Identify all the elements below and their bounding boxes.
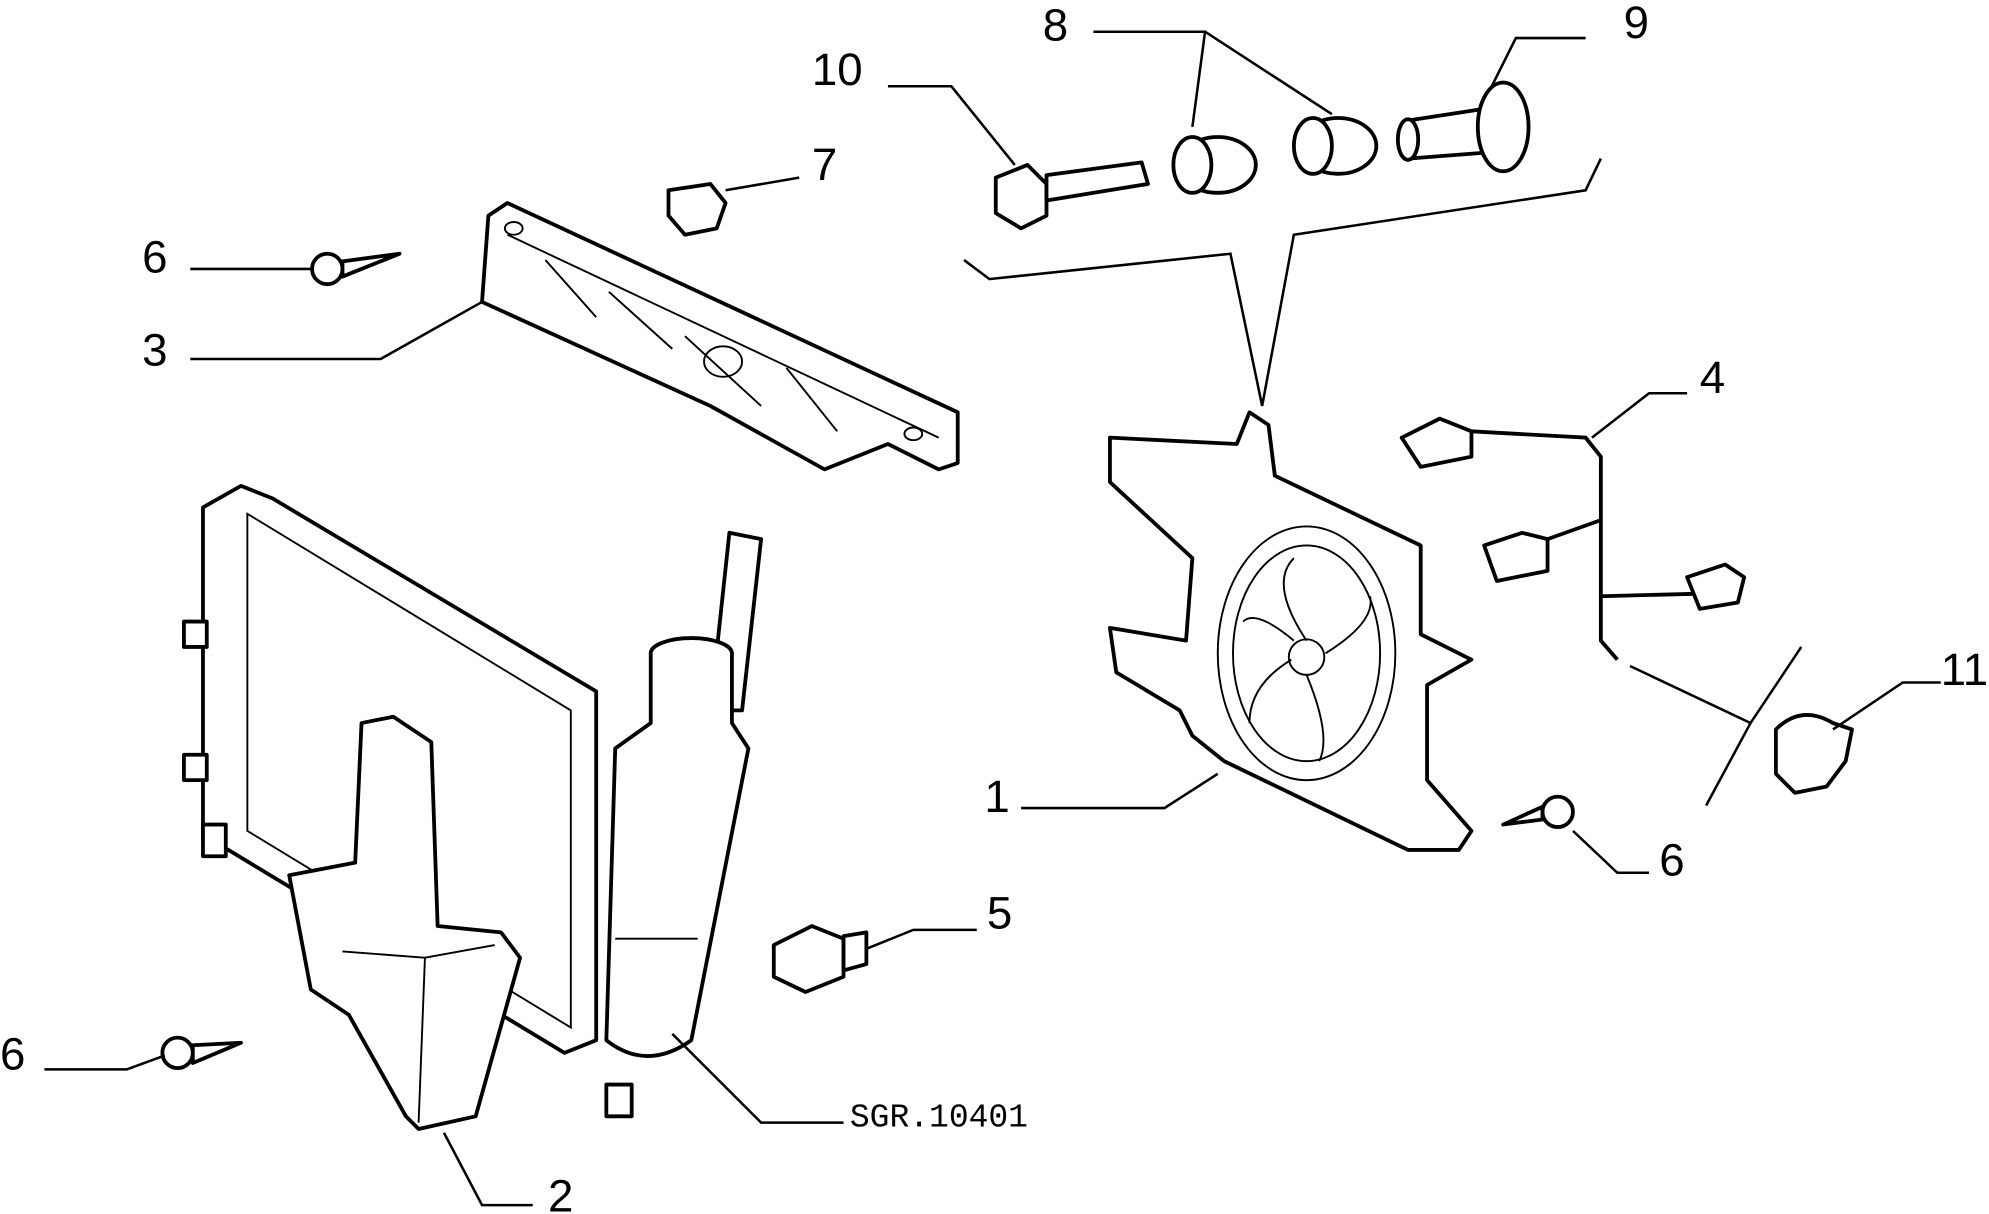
screw-right bbox=[1501, 794, 1575, 829]
callout-upper-bracket: 3 bbox=[142, 324, 167, 375]
expansion-tank bbox=[604, 530, 763, 1058]
wiring-harness bbox=[1399, 416, 1747, 661]
reference-code: SGR.10401 bbox=[850, 1099, 1028, 1136]
callout-screw-lower-left: 6 bbox=[0, 1028, 25, 1079]
callout-air-deflector: 2 bbox=[548, 1170, 573, 1214]
upper-bracket bbox=[480, 201, 960, 472]
callout-thermal-switch: 5 bbox=[987, 888, 1012, 939]
callout-bolt: 10 bbox=[812, 44, 863, 95]
callout-spacer: 9 bbox=[1624, 0, 1649, 48]
fan-assembly bbox=[1108, 410, 1474, 852]
callout-harness-clip: 11 bbox=[1941, 644, 1988, 695]
bolt bbox=[993, 160, 1150, 231]
thermal-switch bbox=[771, 924, 869, 994]
screw-upper-left bbox=[310, 251, 402, 287]
harness-clip bbox=[1773, 713, 1854, 795]
spacer bbox=[1395, 80, 1531, 174]
callout-screw-right: 6 bbox=[1659, 834, 1684, 885]
screw-lower-left bbox=[160, 1035, 243, 1071]
callout-clip: 7 bbox=[812, 139, 837, 190]
callout-fan-assembly: 1 bbox=[984, 771, 1009, 822]
callout-rubber-bushings: 8 bbox=[1043, 0, 1068, 51]
callout-wiring-harness: 4 bbox=[1700, 352, 1725, 403]
clip bbox=[666, 182, 728, 237]
rubber-bushings bbox=[1171, 116, 1379, 195]
callout-screw-upper-left: 6 bbox=[142, 232, 167, 283]
air-deflector bbox=[287, 714, 522, 1131]
